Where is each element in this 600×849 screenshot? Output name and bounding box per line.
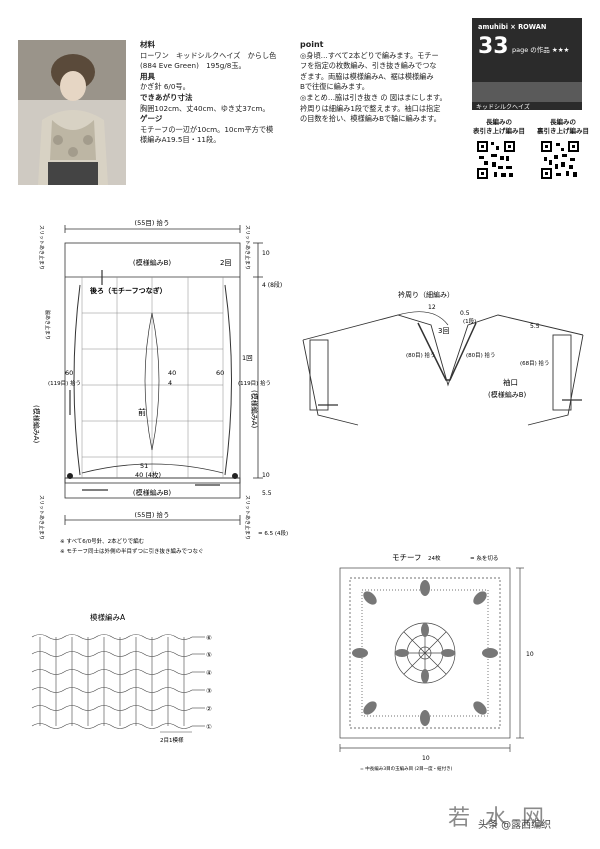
row-label-1: ① [206, 723, 212, 731]
motif-legend: = 糸を切る [470, 554, 498, 562]
point-line: の目数を拾い、模様編みBで輪に編みます。 [300, 114, 441, 124]
badge-number: 33 [478, 34, 509, 59]
top-rows-label: 2回 [220, 259, 231, 267]
gauge-text-1: モチーフの一辺が10cm。10cm平方で模 [140, 124, 274, 134]
watermark: 若 水 网 [448, 806, 548, 831]
point-line: ◎まとめ…脇は引き抜き の 図はまにします。 [300, 92, 447, 102]
qr-caption-line: 表引き上げ編み目 [473, 127, 525, 135]
point-line: フを指定の枚数編み、引き抜き編みでつな [300, 61, 437, 71]
yarn-text-2: (884 Eve Green) 195g/8玉。 [140, 61, 246, 71]
times-label: 1回 [242, 354, 253, 362]
motif-count: 24枚 [428, 554, 441, 562]
qr-caption-2: 長編みの 裏引き上げ編み目 [532, 118, 594, 136]
size-text: 胸囲102cm、丈40cm、ゆき丈37cm。 [140, 103, 270, 113]
row-label-3: ③ [206, 687, 212, 695]
pickup-119-right: (119目) 拾う [238, 379, 271, 387]
qr-code-1[interactable] [476, 140, 516, 180]
motif-title: モチーフ [392, 553, 422, 562]
collar-pickup-left: (80目) 拾う [406, 351, 436, 359]
badge-caption: キッドシルクヘイズ [476, 104, 530, 111]
side-pattern-left: (模様編みA) [32, 405, 41, 444]
repeat-label: 2目1模様 [160, 736, 184, 744]
point-heading: point [300, 40, 324, 49]
qr-code-2[interactable] [540, 140, 580, 180]
waki-label: 脇あき止まり [44, 310, 51, 340]
cuff-pattern: (模様編みB) [488, 390, 527, 399]
slit-label-bl: スリットあき止まり [38, 495, 45, 540]
body-outline [64, 242, 241, 484]
gauge-heading: ゲージ [140, 114, 163, 124]
width-51-label: 51 [140, 462, 148, 470]
height-60-left-label: 60 [65, 369, 73, 377]
slit-label-br: スリットあき止まり [244, 495, 251, 540]
point-line: Bで往復に編みます。 [300, 82, 369, 92]
front-label: 前 [138, 407, 146, 417]
badge-page-label: page の作品 ★★★ [512, 46, 570, 54]
cuff-label: 袖口 [503, 377, 518, 387]
dim-55-label: 5.5 [262, 490, 272, 497]
materials-block: 材料 ローワン キッドシルクヘイズ からし色 (884 Eve Green) 1… [140, 40, 300, 146]
collar-rows: (1段) [463, 317, 476, 325]
motif-chart: モチーフ 24枚 = 糸を切る 10 10 = 中長編み3目の玉編み目 (2目一… [339, 553, 534, 772]
top-pickup-label: (55目) 拾う [135, 218, 170, 227]
model-photo [18, 40, 126, 185]
collar-title: 衿周り（細編み） [398, 290, 454, 299]
pattern-a-chart: 模様編みA ⑥ ⑤ ④ ③ ② ① 2目1模様 [31, 612, 212, 744]
bottom-pickup-label: (55目) 拾う [135, 510, 170, 519]
badge-strip [472, 82, 582, 102]
height-60-label: 60 [216, 369, 224, 377]
slit-label-tl: スリットあき止まり [38, 225, 45, 270]
point-line: ぎます。両脇は模様編みA、裾は模様編み [300, 71, 434, 81]
gauge-text-2: 様編みA19.5目・11段。 [140, 135, 221, 145]
pickup-119-left: (119目) 拾う [48, 379, 81, 387]
row-label-6: ⑥ [206, 634, 212, 642]
collar-dim-05: 0.5 [460, 310, 470, 317]
row-label-4: ④ [206, 669, 212, 677]
motif-border [339, 567, 511, 739]
collar-pickup-right: (80目) 拾う [466, 351, 496, 359]
qr-caption-line: 長編みの [486, 118, 512, 126]
qr-caption-line: 長編みの [550, 118, 576, 126]
collar-times: 3回 [438, 327, 449, 335]
collar-dim-12: 12 [428, 304, 436, 311]
note-2: ※ モチーフ同士は外側の半目ずつに引き抜き編みでつなぐ [60, 547, 204, 555]
width-40-label: 40 (4枚) [135, 470, 161, 479]
tools-heading: 用具 [140, 71, 155, 81]
dim-10b-label: 10 [262, 472, 270, 479]
size-heading: できあがり寸法 [140, 92, 193, 102]
motif-bottom-label: 10 [422, 755, 430, 762]
badge-title: amuhibi × ROWAN [478, 23, 547, 31]
row-label-5: ⑤ [206, 651, 212, 659]
pattern-a-title: 模様編みA [90, 612, 126, 622]
motif-note: = 中長編み3目の玉編み目 (2目一度・紐付き) [360, 765, 453, 772]
note-1: ※ すべて6/0号針、2本どりで編む [60, 537, 145, 545]
watermark-sub: 头条 @露西编织 [478, 820, 552, 831]
body-schematic: (55目) 拾う (模様編みB) 2回 後ろ（モチーフつなぎ） 前 (模様編みB… [32, 218, 288, 555]
top-pattern-label: (模様編みB) [133, 258, 172, 267]
dim-4-label: 4 (8段) [262, 281, 282, 289]
point-block: point ◎身頃…すべて2本どりで編みます。モチー フを指定の枚数編み、引き抜… [300, 40, 460, 125]
point-line: ◎身頃…すべて2本どりで編みます。モチー [300, 50, 439, 60]
legend-label: = 6.5 (4段) [258, 529, 288, 537]
materials-heading: 材料 [140, 40, 155, 49]
height-40-label: 40 [168, 369, 176, 377]
yarn-text: ローワン キッドシルクヘイズ からし色 [140, 50, 277, 60]
cuff-pickup: (68目) 拾う [520, 359, 550, 367]
qr-caption-1: 長編みの 表引き上げ編み目 [470, 118, 528, 136]
row-label-2: ② [206, 705, 212, 713]
issue-badge: amuhibi × ROWAN 33 page の作品 ★★★ キッドシルクヘイ… [472, 18, 582, 111]
height-4-label: 4 [168, 379, 172, 387]
back-label: 後ろ（モチーフつなぎ） [89, 286, 167, 295]
qr-caption-line: 裏引き上げ編み目 [537, 127, 589, 135]
side-pattern-right: (模様編みA) [250, 390, 259, 429]
bottom-pattern-label: (模様編みB) [133, 488, 172, 497]
tools-text: かぎ針 6/0号。 [140, 82, 190, 92]
slit-label-tr: スリットあき止まり [244, 225, 251, 270]
cuff-dim: 5.5 [530, 323, 540, 330]
collar-schematic: 衿周り（細編み） 12 0.5 (1段) 3回 (80目) 拾う (80目) 拾… [302, 290, 584, 426]
motif-side-label: 10 [526, 651, 534, 658]
point-line: 衿周りは細編み1段で整えます。袖口は指定 [300, 103, 441, 113]
dim-10-label: 10 [262, 250, 270, 257]
